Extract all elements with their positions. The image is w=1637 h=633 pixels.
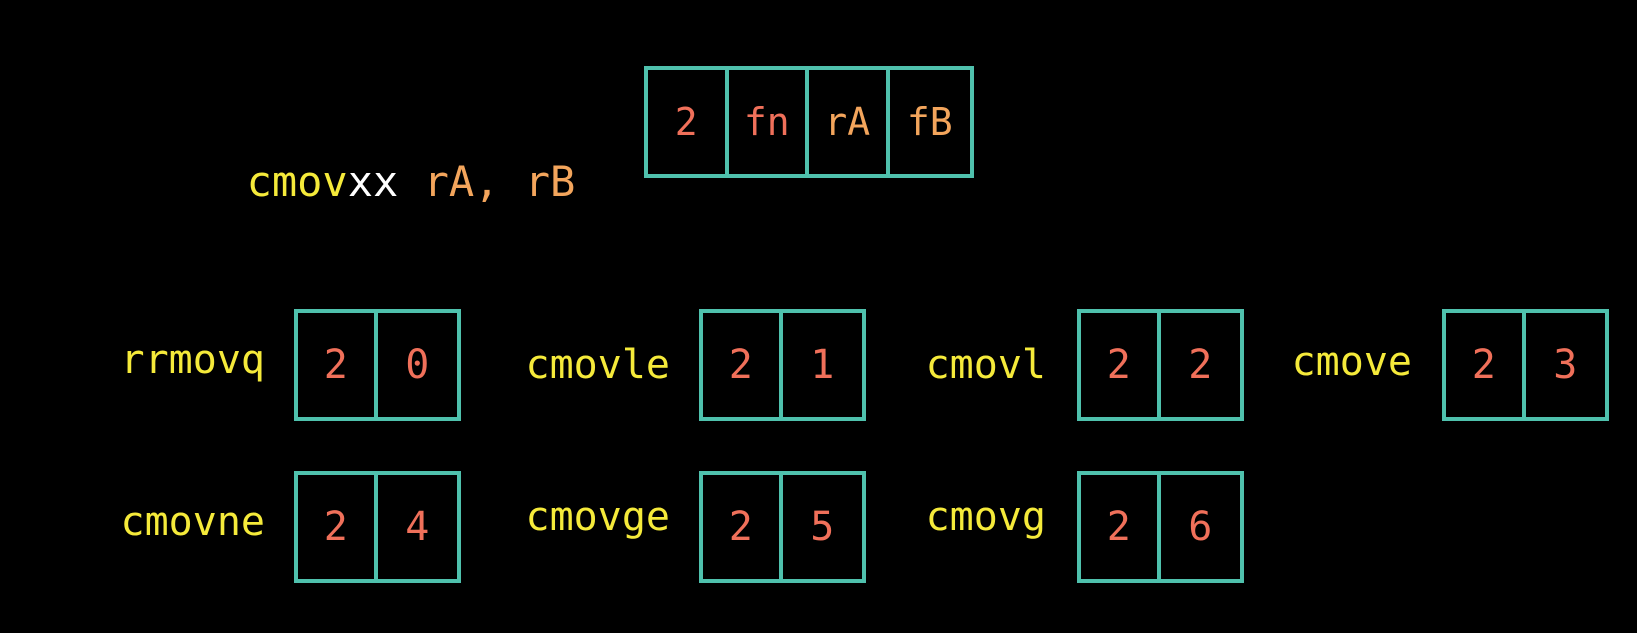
instruction-label-cmovne: cmovne	[120, 499, 266, 545]
instruction-label-cmovg: cmovg	[925, 494, 1046, 540]
encoding-cell-ifun: 3	[1553, 342, 1578, 388]
syntax-condition-placeholder: xx	[347, 157, 424, 206]
encoding-cell-icode: 2	[1081, 313, 1161, 417]
encoding-cell-icode: 2	[298, 313, 378, 417]
encoding-cell-ifun: 0	[405, 342, 430, 388]
encoding-cell-ra: rA	[809, 70, 890, 174]
instruction-label-rrmovq: rrmovq	[120, 337, 266, 383]
encoding-cell-icode: 2	[298, 475, 378, 579]
encoding-cell-ifun: fn	[729, 70, 809, 174]
encoding-cell-ifun: 1	[810, 342, 835, 388]
encoding-cell-ifun: 6	[1188, 504, 1213, 550]
encoding-cell-ifun: 4	[405, 504, 430, 550]
instruction-label-cmovge: cmovge	[525, 494, 671, 540]
encoding-cell-icode: 2	[1446, 313, 1526, 417]
encoding-cell-ifun: 5	[810, 504, 835, 550]
instruction-label-cmove: cmove	[1291, 339, 1412, 385]
syntax-operands: rA, rB	[423, 157, 576, 206]
generic-encoding-box: 2 fn rA fB	[644, 66, 974, 178]
instruction-syntax: cmovxx rA, rB	[196, 92, 576, 212]
encoding-cell-icode: 2	[1081, 475, 1161, 579]
encoding-cell-icode: 2	[703, 313, 783, 417]
encoding-cell-icode: 2	[703, 475, 783, 579]
encoding-cell-rb: fB	[906, 100, 953, 144]
instruction-label-cmovle: cmovle	[525, 342, 671, 388]
encoding-cell-icode: 2	[648, 70, 729, 174]
encoding-cell-ifun: 2	[1188, 342, 1213, 388]
instruction-label-cmovl: cmovl	[925, 342, 1046, 388]
syntax-mnemonic: cmov	[246, 157, 348, 206]
